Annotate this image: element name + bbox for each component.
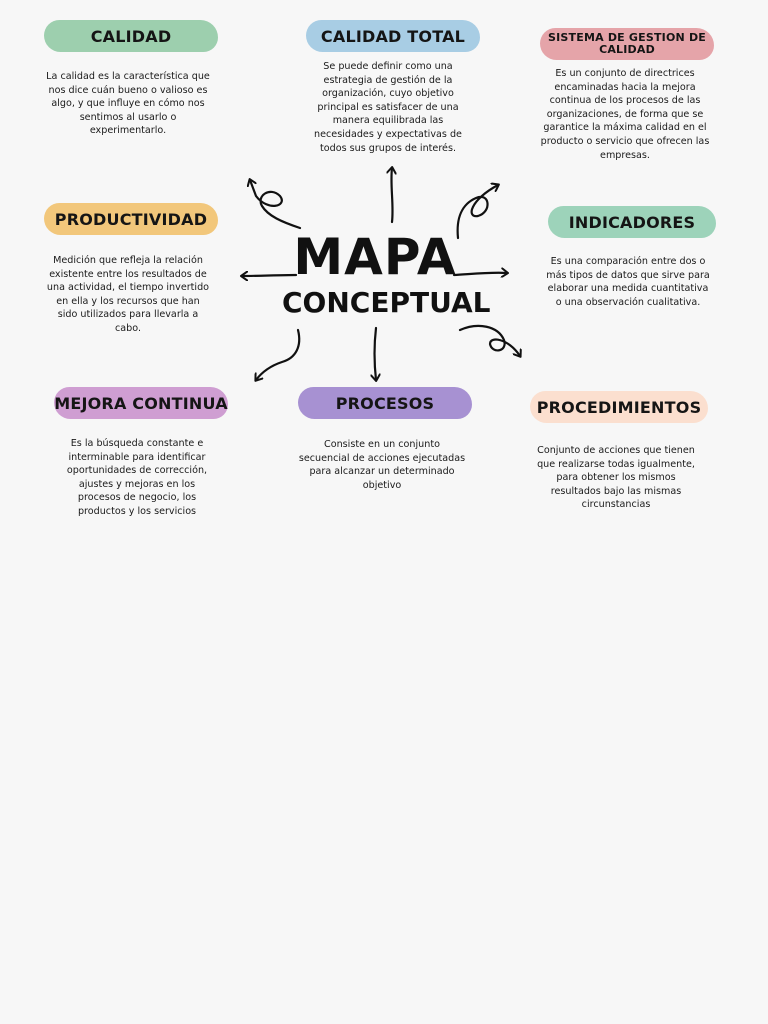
arrow-to-calidad bbox=[250, 180, 302, 230]
node-procesos-label: PROCESOS bbox=[298, 387, 472, 419]
arrow-to-sistema bbox=[456, 185, 498, 240]
node-sistema-text: Es un conjunto de directrices encaminada… bbox=[540, 68, 710, 161]
node-calidad-text: La calidad es la característica que nos … bbox=[46, 71, 210, 137]
node-calidad-total-label: CALIDAD TOTAL bbox=[306, 20, 480, 52]
node-procedimientos-label: PROCEDIMIENTOS bbox=[530, 391, 708, 423]
node-procesos-text: Consiste en un conjunto secuencial de ac… bbox=[298, 439, 466, 491]
node-mejora-label: MEJORA CONTINUA bbox=[54, 387, 228, 419]
node-mejora-text: Es la búsqueda constante e interminable … bbox=[66, 438, 208, 517]
node-indicadores-text: Es una comparación entre dos o más tipos… bbox=[546, 256, 710, 308]
arrow-to-calidad-total bbox=[391, 168, 392, 224]
title-conceptual: CONCEPTUAL bbox=[282, 286, 491, 319]
node-calidad-label: CALIDAD bbox=[44, 20, 218, 52]
node-indicadores-label: INDICADORES bbox=[548, 206, 716, 238]
node-sistema-label: SISTEMA DE GESTION DE CALIDAD bbox=[540, 28, 714, 60]
arrow-to-indicadores bbox=[452, 273, 507, 275]
node-productividad-label: PRODUCTIVIDAD bbox=[44, 203, 218, 235]
node-calidad-total-text: Se puede definir como una estrategia de … bbox=[314, 61, 462, 154]
arrow-to-productividad bbox=[242, 275, 298, 276]
arrow-to-procedimientos bbox=[458, 324, 520, 356]
arrow-to-procesos bbox=[375, 326, 377, 380]
node-productividad-text: Medición que refleja la relación existen… bbox=[46, 255, 210, 334]
arrow-to-mejora bbox=[256, 328, 301, 380]
title-mapa: MAPA bbox=[293, 228, 457, 286]
node-procedimientos-text: Conjunto de acciones que tienen que real… bbox=[537, 445, 695, 511]
